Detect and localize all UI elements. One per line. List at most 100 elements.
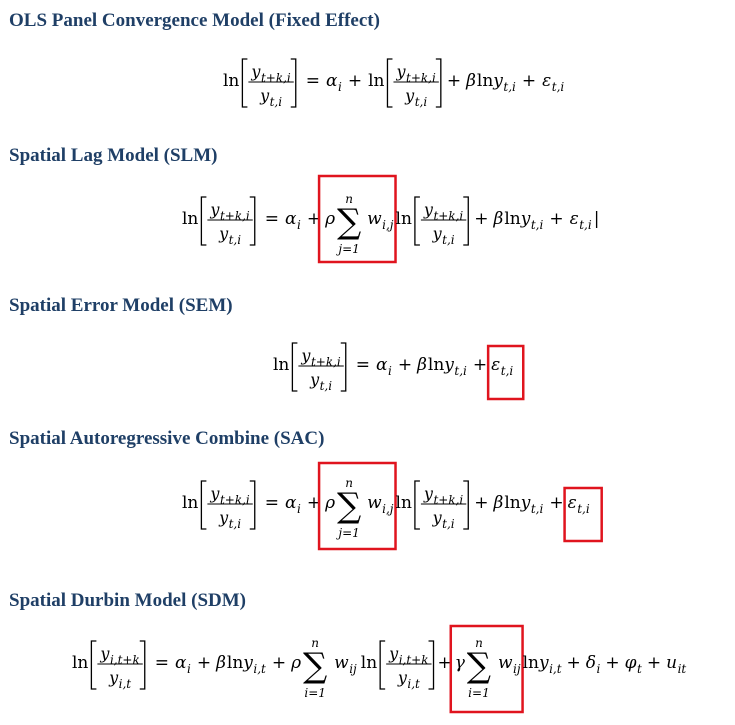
sac-y-sub: t,i <box>531 502 544 516</box>
slm-lhs-lbracket <box>200 196 207 246</box>
sdm-ln2: ln <box>523 653 539 673</box>
ols-rhs-den-sub: t,i <box>415 95 428 109</box>
sdm-plus3: + <box>438 653 452 673</box>
slm-rhs-den-y: y <box>432 224 443 243</box>
sac-lhs-lbracket <box>200 480 207 530</box>
section-title-ols: OLS Panel Convergence Model (Fixed Effec… <box>9 10 380 31</box>
sdm-sum2-sigma: ∑ <box>467 646 491 686</box>
sem-lhs-num-y: y <box>300 346 311 365</box>
sac-alpha-base: α <box>285 493 297 513</box>
sac-lhs-num-y: y <box>209 484 220 503</box>
sac-lhs-rbracket <box>249 480 256 530</box>
sdm-lhs-lbracket <box>90 640 97 690</box>
sdm-u-sub: it <box>678 662 687 676</box>
slm-lhs-num-y: y <box>209 200 220 219</box>
slm-lhs-rbracket <box>249 196 256 246</box>
sdm-lhs-num-sub: i,t+k <box>110 653 140 667</box>
ols-lhs-den-y: y <box>259 86 270 105</box>
sac-beta: β <box>493 493 504 513</box>
sem-alpha-base: α <box>376 355 388 375</box>
sem-lhs-num-sub: t+k,i <box>311 355 341 369</box>
sac-rhs-lbracket <box>414 480 420 530</box>
sac-equals: = <box>265 493 279 513</box>
sem-lhs-ln: ln <box>273 355 289 375</box>
ols-lhs-lbracket <box>241 58 248 108</box>
ols-alpha-sub: i <box>338 80 342 94</box>
sdm-lhs-ln: ln <box>72 653 88 673</box>
slm-rhs-den-sub: t,i <box>442 233 455 247</box>
sdm-alpha-base: α <box>175 653 187 673</box>
sdm-sum1-sigma: ∑ <box>303 646 327 686</box>
sdm-delta-sub: i <box>597 662 601 676</box>
sdm-y2-sub: i,t <box>549 662 562 676</box>
slm-plus2: + <box>474 209 488 229</box>
sdm-w2-base: w <box>498 653 513 673</box>
slm-lhs-den-sub: t,i <box>229 233 242 247</box>
sac-w-base: w <box>367 493 382 513</box>
sdm-y-sub: i,t <box>253 662 266 676</box>
slm-equals: = <box>265 209 279 229</box>
sac-lhs-den-sub: t,i <box>229 517 242 531</box>
slm-beta: β <box>493 209 504 229</box>
slm-rhs-num-sub: t+k,i <box>433 209 463 223</box>
sdm-sum2-upper: n <box>475 636 483 650</box>
sdm-rhs-lbracket <box>379 640 386 690</box>
sdm-plus2: + <box>272 653 286 673</box>
sdm-gamma: γ <box>455 653 466 673</box>
sdm-plus5: + <box>605 653 619 673</box>
section-title-sac: Spatial Autoregressive Combine (SAC) <box>9 428 325 449</box>
sac-w-sub: i,j <box>382 502 394 516</box>
sdm-alpha-sub: i <box>187 662 191 676</box>
sdm-w2-sub: ij <box>513 662 521 676</box>
sdm-sum1-upper: n <box>311 636 319 650</box>
slm-plus3: + <box>549 209 563 229</box>
sdm-rhs-num-y: y <box>388 644 399 663</box>
ols-plus2: + <box>447 71 461 91</box>
sac-sum-upper: n <box>345 476 353 490</box>
sdm-ln: ln <box>227 653 243 673</box>
slm-sum-upper: n <box>345 192 353 206</box>
sdm-beta: β <box>215 653 226 673</box>
sem-plus2: + <box>473 355 487 375</box>
sdm-rhs-den-y: y <box>397 668 408 687</box>
sdm-w1-sub: ij <box>349 662 357 676</box>
slm-text-cursor: | <box>594 209 600 229</box>
section-title-slm: Spatial Lag Model (SLM) <box>9 145 218 166</box>
ols-rhs-rbracket <box>435 58 442 108</box>
slm-y-base: y <box>520 209 531 229</box>
sac-lhs-den-y: y <box>218 508 229 527</box>
ols-plus1: + <box>348 71 362 91</box>
ols-lhs-ln: ln <box>223 71 239 91</box>
sac-rho: ρ <box>324 493 335 513</box>
sdm-plus4: + <box>567 653 581 673</box>
sdm-rhs-den-sub: i,t <box>407 677 420 691</box>
slm-lhs-ln: ln <box>182 209 198 229</box>
ols-epsilon-base: ε <box>542 71 551 91</box>
sdm-sum1-lower: i=1 <box>304 686 326 700</box>
sac-lhs-ln: ln <box>182 493 198 513</box>
sem-lhs-den-sub: t,i <box>320 379 333 393</box>
sem-lhs-rbracket <box>340 342 347 392</box>
sem-lhs-lbracket <box>291 342 298 392</box>
sdm-rhs-num-sub: i,t+k <box>399 653 429 667</box>
sac-sum-lower: j=1 <box>335 526 359 540</box>
sac-epsilon-sub: t,i <box>577 502 590 516</box>
slm-sum-lower: j=1 <box>335 242 359 256</box>
sem-ln: ln <box>428 355 444 375</box>
ols-lhs-num-y: y <box>250 62 261 81</box>
ols-lhs-rbracket <box>290 58 297 108</box>
ols-rhs-num-sub: t+k,i <box>406 71 436 85</box>
slm-y-sub: t,i <box>531 218 544 232</box>
section-title-sem: Spatial Error Model (SEM) <box>9 295 233 316</box>
slm-w-sub: i,j <box>382 218 394 232</box>
slm-rhs-rbracket <box>463 196 469 246</box>
sac-rhs-num-y: y <box>423 484 434 503</box>
ols-equals: = <box>306 71 320 91</box>
sem-epsilon-sub: t,i <box>501 364 514 378</box>
sdm-lhs-rbracket <box>139 640 146 690</box>
sem-equals: = <box>356 355 370 375</box>
ols-lhs-den-sub: t,i <box>270 95 283 109</box>
slm-epsilon-base: ε <box>570 209 579 229</box>
sdm-lhs-num-y: y <box>99 644 110 663</box>
